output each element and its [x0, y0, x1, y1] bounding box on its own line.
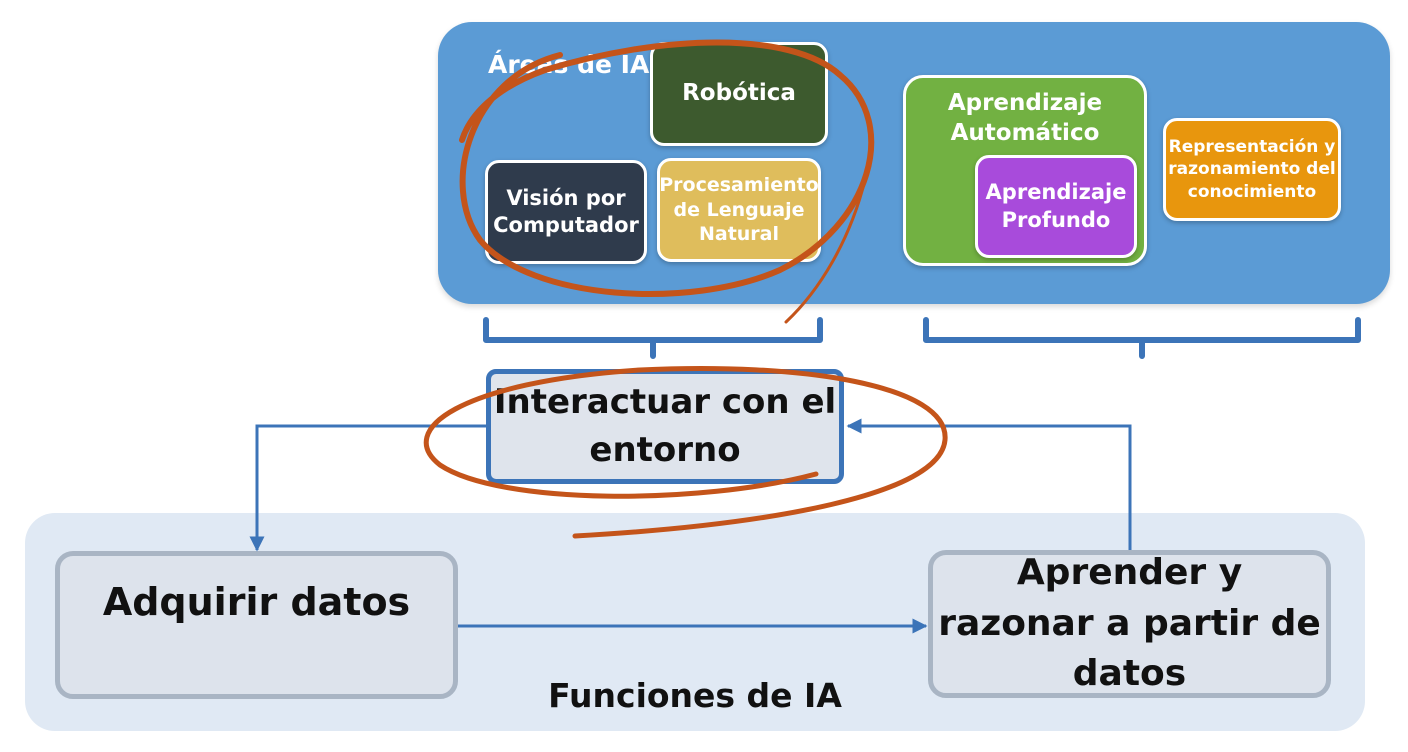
acquire-data-box: Adquirir datos: [55, 551, 458, 699]
learn-reason-box: Aprender y razonar a partir de datos: [928, 550, 1331, 698]
left-bracket: [483, 317, 823, 359]
highlight-circle-areas-tail: [784, 178, 867, 324]
computer-vision-box: Visión por Computador: [485, 160, 647, 264]
highlight-circle-areas: [459, 39, 875, 297]
interact-environment-box: Interactuar con el entorno: [486, 369, 844, 484]
highlight-circle-interact: [423, 365, 948, 539]
knowledge-representation-box: Representación y razonamiento del conoci…: [1163, 118, 1341, 221]
right-bracket: [923, 317, 1361, 359]
robotics-box: Robótica: [650, 42, 828, 146]
nlp-box: Procesamiento de Lenguaje Natural: [657, 158, 821, 262]
functions-title: Funciones de IA: [548, 676, 842, 715]
arrow-interact-to-acquire: [249, 424, 486, 552]
deep-learning-box: Aprendizaje Profundo: [975, 155, 1137, 258]
machine-learning-label: Aprendizaje Automático: [947, 90, 1103, 147]
